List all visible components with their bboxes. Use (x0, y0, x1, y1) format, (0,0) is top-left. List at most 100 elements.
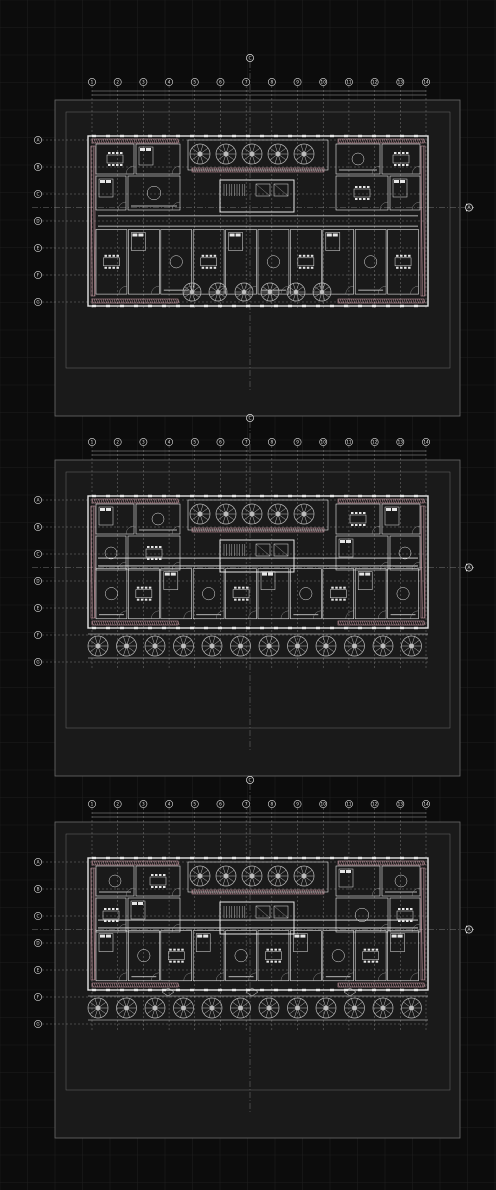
hatch-stroke (420, 867, 423, 981)
bed (293, 933, 308, 952)
facade-column (344, 304, 348, 308)
hatch-stroke (193, 889, 196, 895)
hatch-stroke (120, 298, 123, 304)
hatch-stroke (226, 527, 229, 533)
chair (398, 908, 401, 910)
facade-column (358, 856, 362, 860)
tree-trunk (181, 1005, 186, 1011)
hatch-stroke (350, 982, 353, 988)
chair (363, 512, 366, 514)
room (354, 229, 387, 295)
bed (163, 571, 179, 590)
tree-symbol (144, 997, 166, 1019)
facade-column (344, 626, 348, 630)
row-axis-bubble (34, 966, 42, 974)
round-table (394, 874, 408, 888)
hatch-stroke (140, 298, 143, 304)
hatch-stroke (104, 298, 107, 304)
tree-trunk (380, 1005, 386, 1011)
hatch-stroke (383, 298, 386, 304)
hatch-stroke (173, 860, 176, 866)
hatch-stroke (266, 527, 269, 533)
hatch-stroke (377, 498, 380, 504)
hatch-stroke (394, 860, 397, 866)
tree-symbol (173, 635, 194, 657)
facade-column (302, 134, 306, 138)
tree-symbol (241, 143, 263, 165)
hatch-stroke (337, 982, 340, 988)
hatch-stroke (133, 498, 136, 504)
hatch-stroke (408, 982, 411, 988)
room-outline (290, 229, 322, 295)
hatch-stroke (364, 860, 367, 866)
hatch-stroke (361, 982, 364, 988)
door-swing (125, 165, 135, 175)
room-outline (135, 503, 181, 535)
facade-column (414, 494, 418, 498)
hatch-stroke (421, 298, 424, 304)
round-table (267, 255, 280, 269)
chair (104, 266, 107, 269)
hatch-stroke (102, 620, 105, 626)
hatch-stroke (131, 860, 134, 866)
facade-column (288, 134, 292, 138)
chair (398, 164, 401, 166)
hatch-stroke (414, 298, 417, 304)
hatch-stroke (277, 527, 280, 533)
facade-column (176, 494, 180, 498)
hatch-stroke (175, 860, 178, 866)
chair (266, 960, 269, 963)
chair (266, 948, 269, 951)
hatch-stroke (126, 498, 129, 504)
hatch-stroke (257, 889, 260, 895)
room (95, 503, 135, 535)
hatch-stroke (118, 860, 121, 866)
facade-column (260, 856, 264, 860)
hatch-stroke (235, 527, 238, 533)
hatch-stroke (262, 527, 265, 533)
hatch-stroke (355, 138, 358, 144)
hatch-stroke (162, 498, 165, 504)
hatch-stroke (344, 620, 347, 626)
chair (209, 254, 213, 257)
hatch-stroke (124, 860, 127, 866)
facade-column (106, 856, 110, 860)
hatch-stroke (366, 620, 369, 626)
hatch-stroke (420, 145, 423, 297)
hatch-stroke (159, 620, 162, 626)
hatch-stroke (115, 498, 118, 504)
hatch-stroke (240, 167, 243, 173)
hatch-stroke (286, 167, 289, 173)
door-swing (171, 525, 181, 535)
room (335, 897, 389, 933)
chair (108, 266, 111, 269)
facade-column (232, 304, 236, 308)
hatch-stroke (98, 860, 101, 866)
hatch-stroke (381, 498, 384, 504)
hatch-stroke (317, 167, 320, 173)
room-outline (127, 175, 181, 211)
hatch-stroke (355, 620, 358, 626)
chair (151, 886, 154, 888)
pillow (397, 934, 403, 938)
chair (159, 874, 162, 876)
facade-column (386, 626, 390, 630)
facade-column (92, 988, 96, 992)
section-label: C (248, 778, 251, 784)
chair (108, 254, 111, 257)
room (389, 175, 421, 211)
hatch-stroke (246, 527, 249, 533)
hatch-stroke (90, 145, 93, 297)
hatch-stroke (231, 527, 234, 533)
facade-column (148, 856, 152, 860)
hatch-stroke (355, 498, 358, 504)
hatch-stroke (301, 167, 304, 173)
column-axis-bubble (396, 438, 405, 446)
hatch-stroke (297, 527, 300, 533)
hatch-stroke (279, 167, 282, 173)
table (135, 589, 153, 598)
hatch-stroke (198, 167, 201, 173)
facade-column (190, 988, 194, 992)
room (135, 865, 181, 897)
column-axis-bubble (422, 438, 430, 446)
